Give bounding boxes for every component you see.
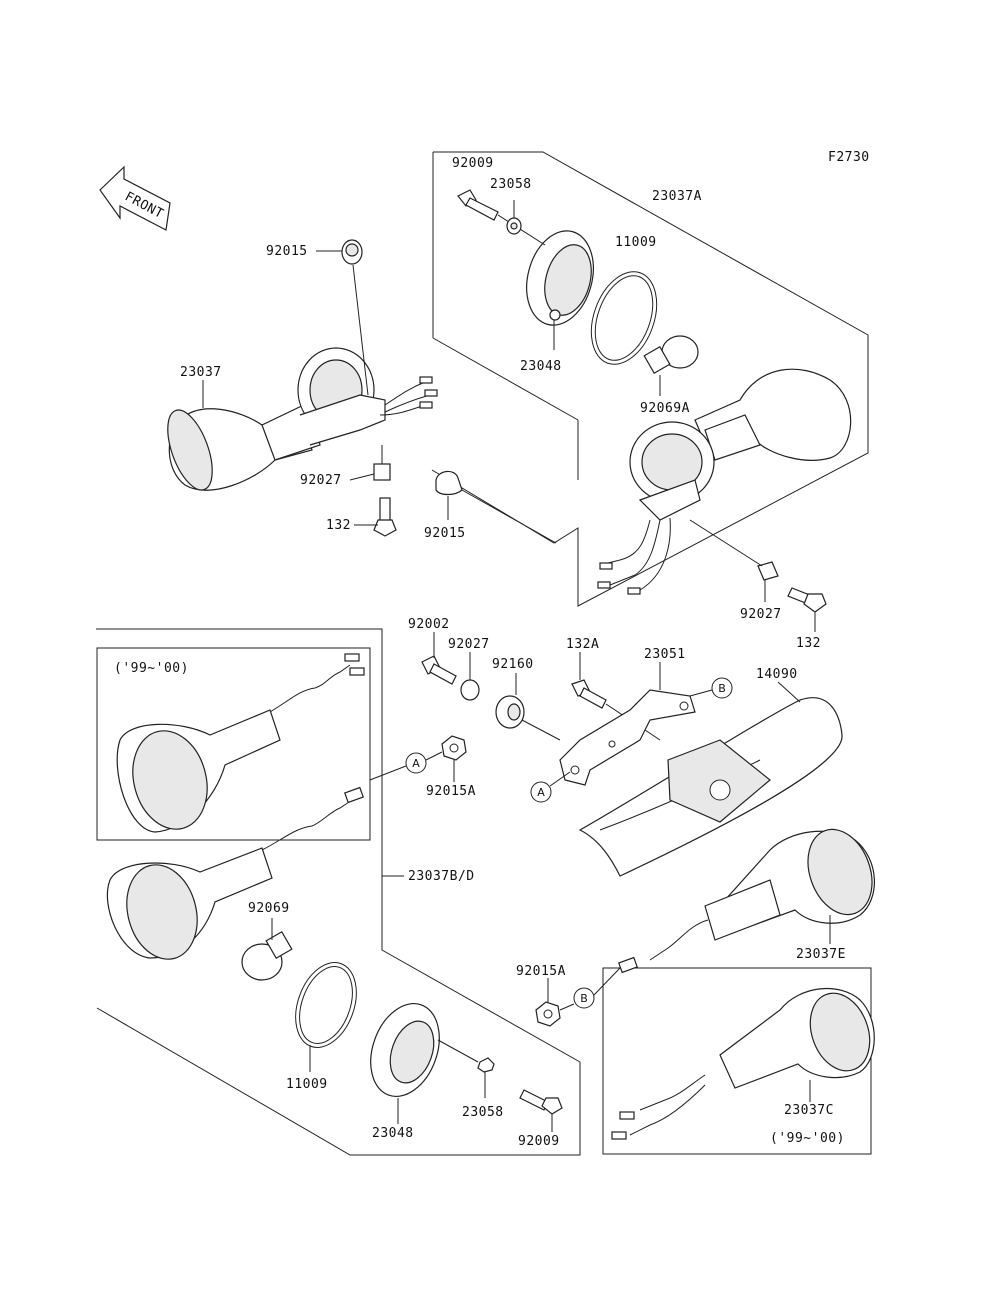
label-23058-bottom: 23058 (462, 1105, 504, 1120)
bolt-132-right (787, 587, 827, 632)
screw-92009-top (457, 189, 546, 246)
figure-code: F2730 (828, 150, 870, 165)
lens-23048-top (526, 230, 594, 350)
variant-label-lower: ('99~'00) (770, 1131, 845, 1146)
label-92015a-right: 92015A (516, 964, 566, 979)
washer-23058-bottom (477, 1057, 495, 1098)
label-92015-mid: 92015 (424, 526, 466, 541)
turn-signal-rear-right-variant (611, 987, 875, 1140)
label-23037a: 23037A (652, 189, 702, 204)
label-92069a: 92069A (640, 401, 690, 416)
label-92027-right: 92027 (740, 607, 782, 622)
grommet-92015-mid (435, 470, 557, 544)
label-92015-top: 92015 (266, 244, 308, 259)
svg-text:B: B (718, 682, 726, 695)
collar-92027-right (689, 519, 779, 602)
turn-signal-rear-left (106, 786, 364, 960)
label-23051: 23051 (644, 647, 686, 662)
svg-text:A: A (537, 786, 545, 799)
callout-a-left: A (369, 751, 443, 781)
gasket-11009-top (590, 271, 658, 365)
bulb-92069a (643, 335, 699, 396)
front-arrow-icon: FRONT (99, 165, 171, 231)
variant-label-upper: ('99~'00) (114, 661, 189, 676)
label-92160: 92160 (492, 657, 534, 672)
gasket-11009-bottom (295, 962, 357, 1072)
variant-box-lower-right: ('99~'00) (602, 967, 872, 1155)
upper-right-box (431, 151, 869, 607)
label-132-right: 132 (796, 636, 821, 651)
svg-text:B: B (580, 992, 588, 1005)
label-92009-bottom: 92009 (518, 1134, 560, 1149)
label-132-left: 132 (326, 518, 351, 533)
turn-signal-front-left (167, 347, 438, 491)
label-23037e: 23037E (796, 947, 846, 962)
fender-14090 (578, 681, 843, 877)
callout-b-top: B (711, 677, 733, 699)
bulb-92069 (241, 918, 293, 981)
label-23058-top: 23058 (490, 177, 532, 192)
label-23037bd: 23037B/D (408, 869, 475, 884)
turn-signal-rear-left-variant (116, 653, 365, 833)
label-92069: 92069 (248, 901, 290, 916)
washer-23058-top (506, 200, 522, 235)
label-11009-bottom: 11009 (286, 1077, 328, 1092)
label-92015a-left: 92015A (426, 784, 476, 799)
screw-92009-bottom (519, 1089, 563, 1132)
label-92002: 92002 (408, 617, 450, 632)
callout-b-bottom: B (559, 967, 621, 1011)
nut-92015a-left (441, 735, 467, 782)
label-23037c: 23037C (784, 1103, 834, 1118)
collar-92027-left (373, 445, 391, 481)
bolt-92002 (421, 632, 457, 685)
lens-23048-bottom (370, 1002, 479, 1124)
label-92009-top: 92009 (452, 156, 494, 171)
label-92027-mid: 92027 (448, 637, 490, 652)
label-92027-left: 92027 (300, 473, 342, 488)
turn-signal-rear-right (618, 828, 875, 974)
bracket-23051 (559, 662, 713, 786)
collar-92027-mid (460, 652, 480, 701)
label-14090: 14090 (756, 667, 798, 682)
nut-92015a-right (535, 978, 561, 1027)
lower-left-box (96, 628, 581, 1156)
label-23048-bottom: 23048 (372, 1126, 414, 1141)
bolt-132-left (373, 497, 397, 537)
variant-box-upper-left: ('99~'00) (96, 647, 371, 841)
label-132a: 132A (566, 637, 599, 652)
turn-signal-front-right (597, 368, 852, 595)
label-23048-top: 23048 (520, 359, 562, 374)
grommet-92160 (495, 673, 561, 741)
label-23037: 23037 (180, 365, 222, 380)
label-11009-top: 11009 (615, 235, 657, 250)
bolt-132a (571, 652, 661, 741)
grommet-92015-top (341, 239, 369, 396)
svg-text:A: A (412, 757, 420, 770)
callout-a-right: A (530, 771, 571, 803)
